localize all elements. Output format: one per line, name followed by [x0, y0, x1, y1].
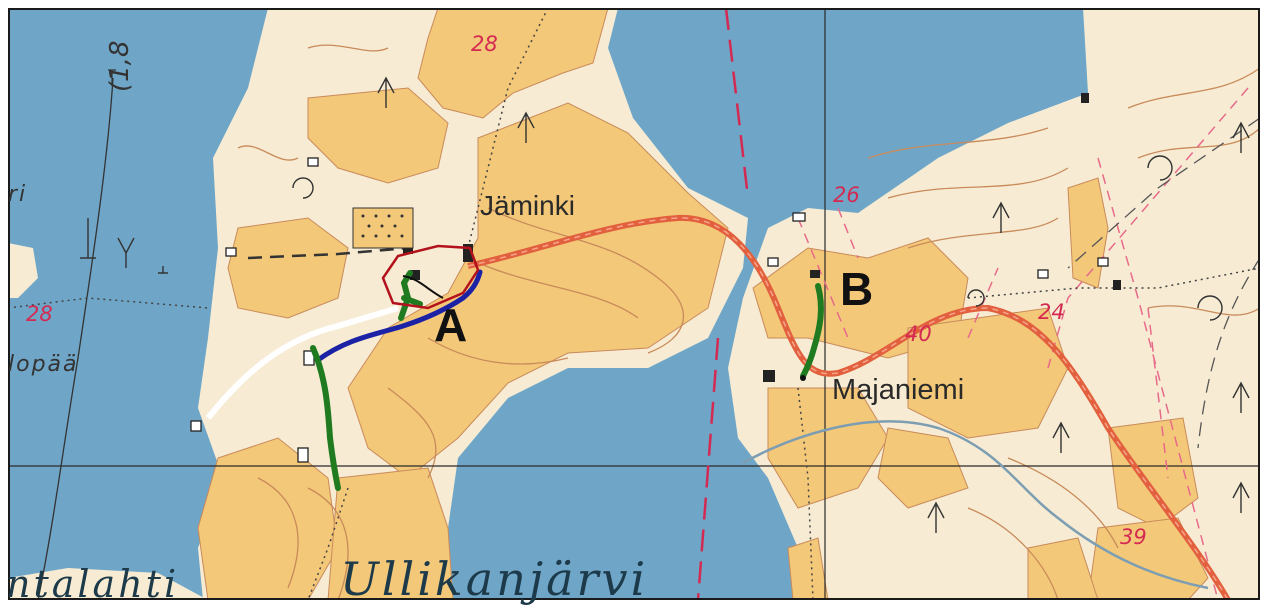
land-left-islet [8, 243, 38, 298]
boundary-polygon-a[interactable] [381, 244, 480, 310]
topographic-map[interactable] [8, 8, 1260, 600]
stream [742, 420, 1209, 590]
route-green-a [398, 270, 423, 321]
road-white-west [205, 305, 399, 420]
dotted-field [352, 207, 414, 249]
route-green-west [310, 345, 341, 491]
road-dashed-west [247, 246, 409, 260]
route-green-b [800, 283, 824, 379]
map-grid [8, 8, 1260, 600]
depth-line [37, 77, 114, 600]
forest-symbols [377, 76, 1250, 533]
open-land-symbols [292, 155, 1223, 321]
building-outlines [190, 157, 1109, 463]
track-dashed [1067, 117, 1260, 269]
land-bottom-left [8, 568, 208, 600]
dotted-field-dots [361, 214, 404, 238]
contour-lines [237, 44, 1260, 600]
field-areas [197, 8, 1209, 600]
depth-bracket [108, 69, 116, 86]
route-b-end-dot [800, 375, 806, 381]
track-dashed-2 [1197, 257, 1260, 449]
antenna-symbols [80, 218, 168, 274]
boundary-lines [696, 8, 750, 600]
main-road-center [467, 217, 1229, 600]
route-blue [315, 269, 483, 363]
boundary-polygon-a-inner [402, 275, 444, 299]
